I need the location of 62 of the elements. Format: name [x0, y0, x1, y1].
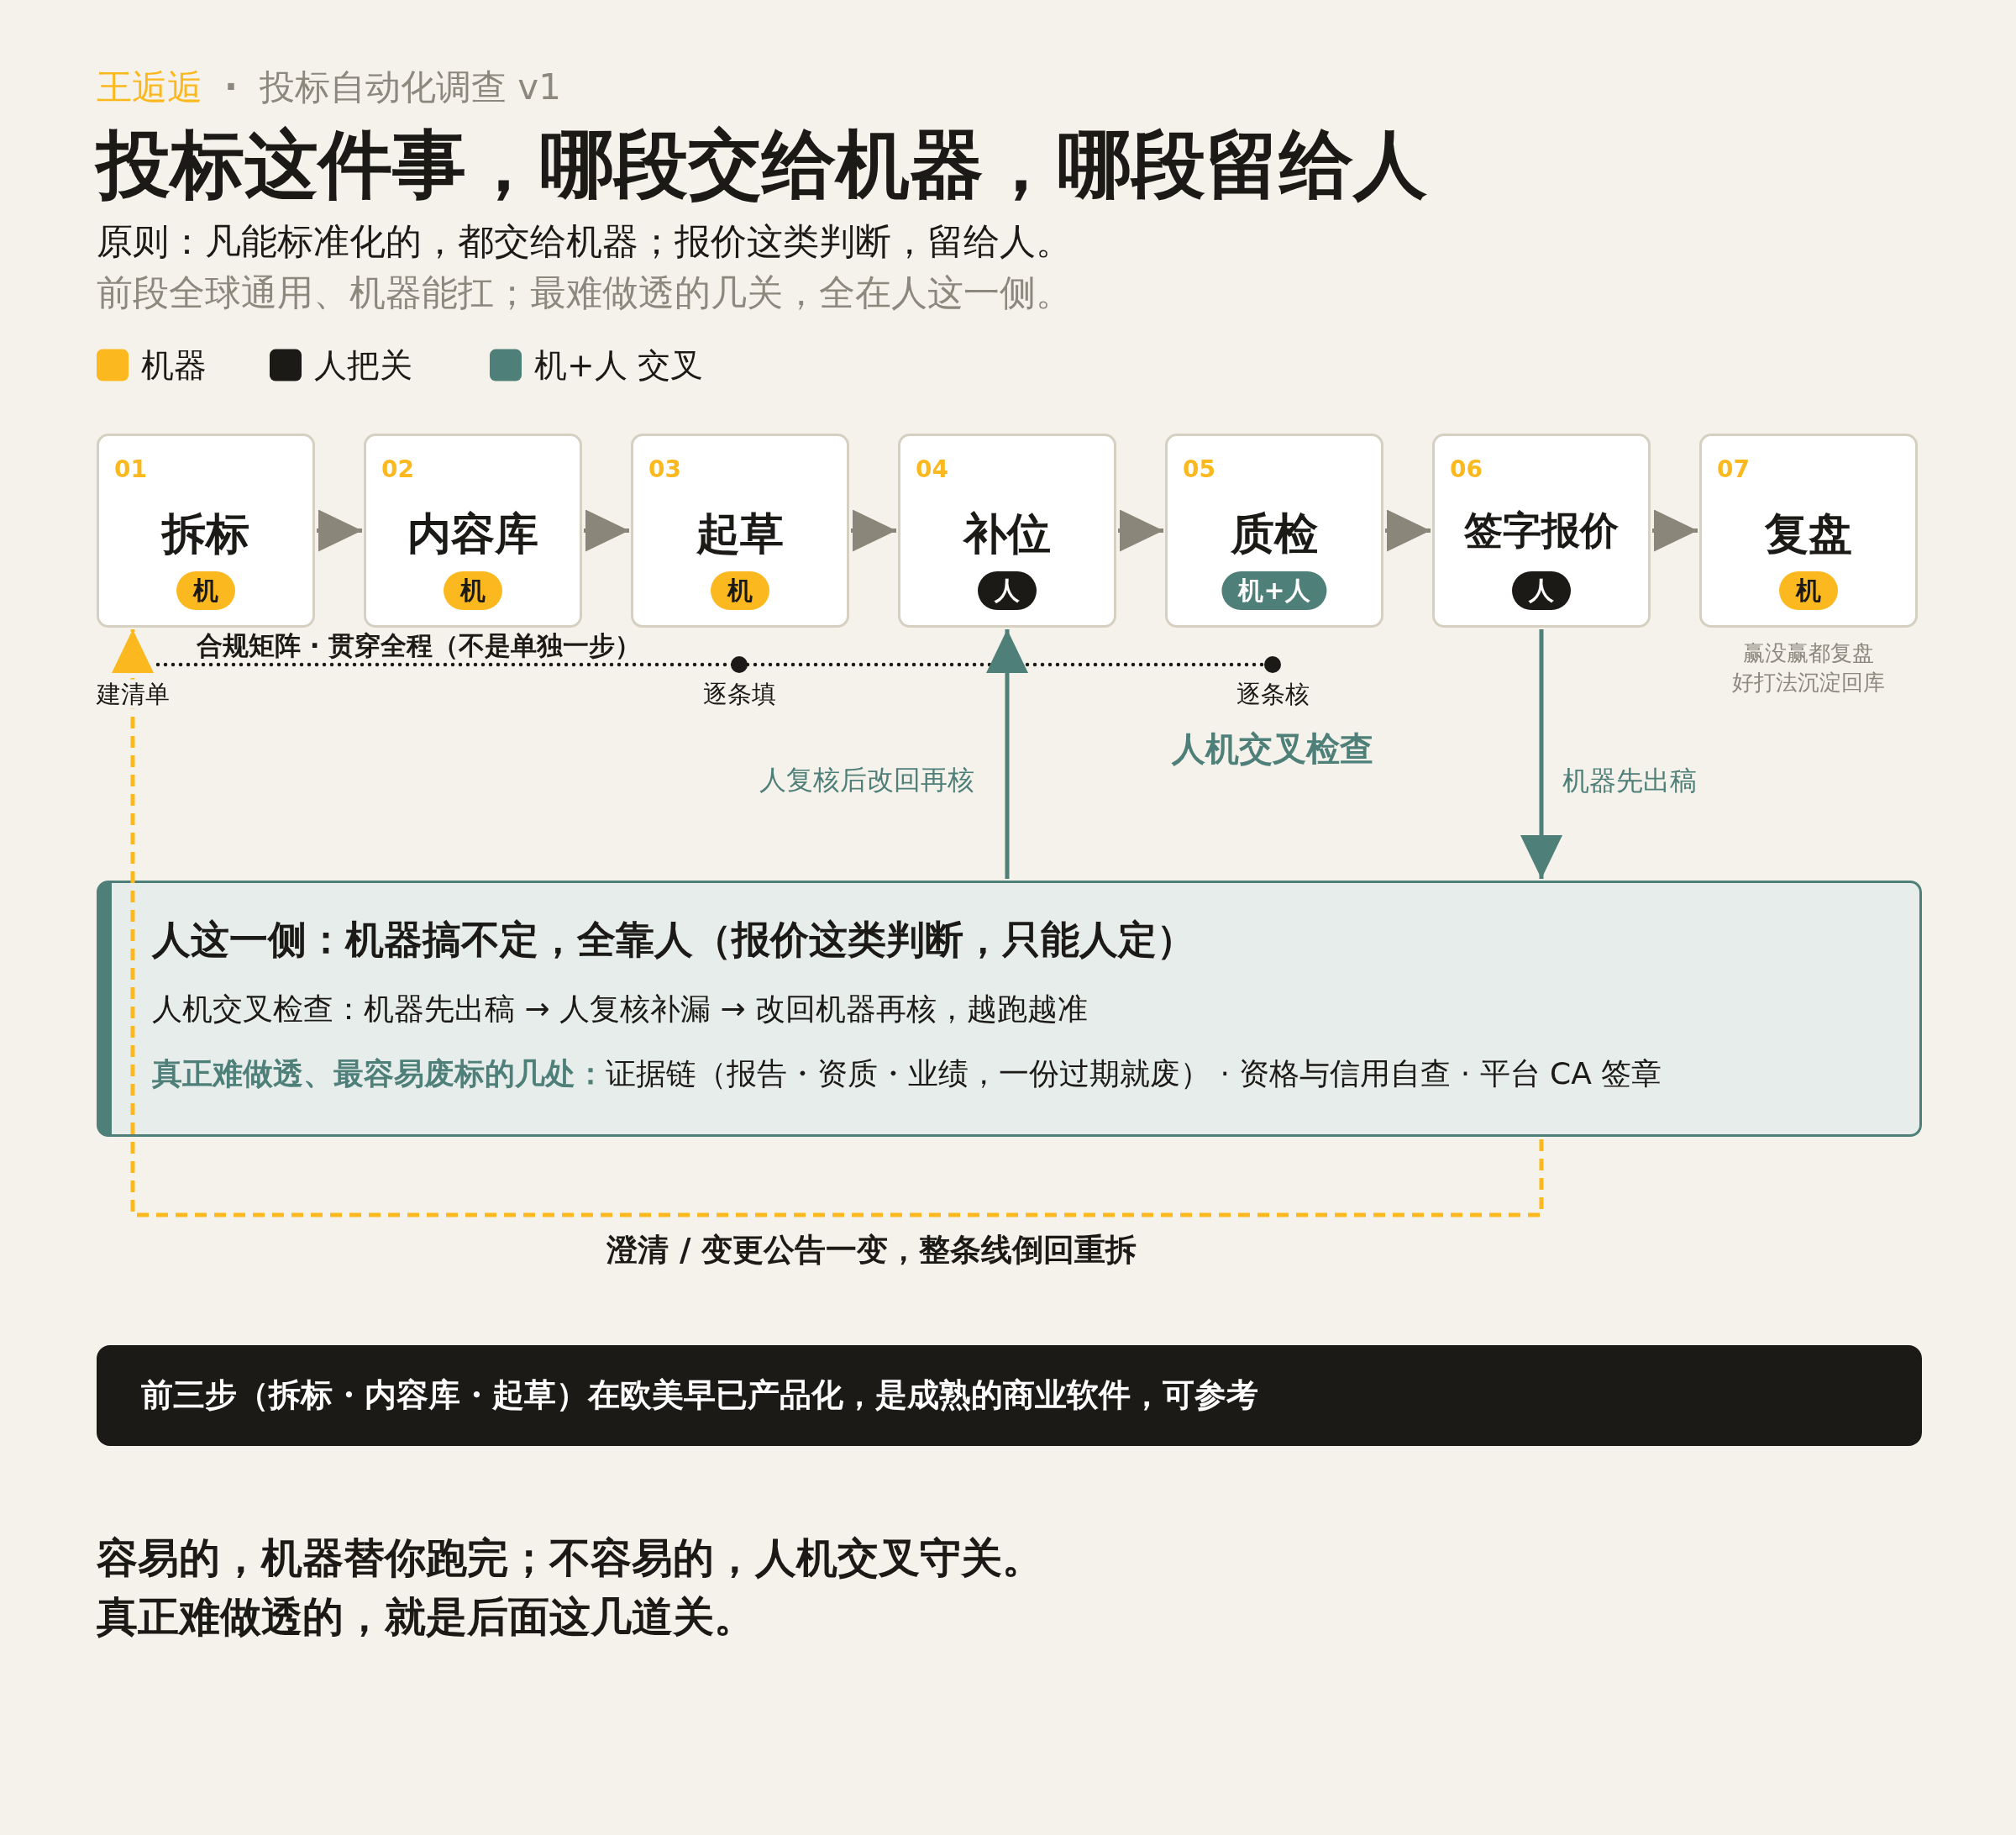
step-number: 07: [1717, 455, 1750, 484]
arrow: [986, 629, 1028, 879]
panel-text: 真正难做透、最容易废标的几处：证据链（报告・资质・业绩，一份过期就废） · 资格与信用自查 · 平台 CA 签章: [152, 1055, 1662, 1092]
step-number: 01: [114, 455, 147, 484]
step-caption: 好打法沉淀回库: [1732, 670, 1885, 697]
edge-label: 澄清 / 变更公告一变，整条线倒回重拆: [606, 1231, 1137, 1270]
arrow: [1385, 509, 1431, 552]
step-name: 起草: [696, 507, 784, 560]
separator-dot: ·: [224, 66, 238, 109]
author-name: 王逅逅: [97, 66, 202, 109]
step-name: 内容库: [407, 507, 538, 560]
role-badge: 机: [176, 571, 235, 610]
timeline-label: 逐条填: [702, 679, 776, 709]
edge-label: 人复核后改回再核: [759, 763, 974, 797]
step-name: 复盘: [1765, 507, 1852, 560]
step-name: 补位: [963, 507, 1051, 560]
step-card: [364, 434, 582, 628]
banner-text: 前三步（拆标・内容库・起草）在欧美早已产品化，是成熟的商业软件，可参考: [141, 1376, 1258, 1415]
subtitle: 原则：凡能标准化的，都交给机器；报价这类判断，留给人。: [97, 219, 1072, 265]
dashed-arrow: [112, 629, 1544, 1217]
step-card: [1699, 434, 1918, 628]
step-number: 05: [1183, 455, 1215, 484]
role-badge: 人: [978, 571, 1037, 610]
note-banner: [97, 1345, 1922, 1446]
arrow: [1118, 509, 1163, 552]
arrow: [1520, 629, 1562, 879]
role-badge: 机: [711, 571, 769, 610]
step-name: 质检: [1231, 507, 1318, 560]
step-name: 拆标: [162, 507, 249, 560]
panel-text: 人机交叉检查：机器先出稿 → 人复核补漏 → 改回机器再核，越跑越准: [152, 991, 1089, 1028]
step-card: [1165, 434, 1383, 628]
role-badge: 机: [1779, 571, 1838, 610]
legend-label: 机+人 交叉: [534, 345, 704, 386]
summary-text: 真正难做透的，就是后面这几道关。: [97, 1592, 755, 1643]
step-card: [97, 434, 315, 628]
arrow: [851, 509, 896, 552]
step-card: [1432, 434, 1651, 628]
timeline-heading: 合规矩阵 · 贯穿全程（不是单独一步）: [197, 632, 642, 660]
section-label: 人机交叉检查: [1172, 728, 1373, 769]
step-number: 04: [916, 455, 948, 484]
subtitle-note: 前段全球通用、机器能扛；最难做透的几关，全在人这一侧。: [97, 271, 1072, 316]
series-title: 投标自动化调查 v1: [259, 66, 561, 109]
summary-text: 容易的，机器替你跑完；不容易的，人机交叉守关。: [97, 1533, 1043, 1584]
arrow: [317, 509, 362, 552]
panel-heading: 人这一侧：机器搞不定，全靠人（报价这类判断，只能人定）: [152, 917, 1195, 964]
edge-label: 机器先出稿: [1562, 764, 1697, 797]
info-panel: [97, 881, 1922, 1137]
step-card: [898, 434, 1116, 628]
role-badge: 机+人: [1221, 571, 1327, 610]
role-badge: 人: [1512, 571, 1571, 610]
legend-label: 机器: [141, 345, 207, 386]
legend-label: 人把关: [314, 345, 412, 386]
timeline-label: 逐条核: [1236, 679, 1310, 709]
step-caption: 赢没赢都复盘: [1743, 640, 1874, 667]
arrow: [584, 509, 629, 552]
step-card: [631, 434, 849, 628]
arrow: [1652, 509, 1698, 552]
step-number: 02: [381, 455, 414, 484]
step-number: 03: [648, 455, 681, 484]
step-name: 签字报价: [1464, 507, 1619, 555]
role-badge: 机: [444, 571, 502, 610]
step-number: 06: [1450, 455, 1483, 484]
